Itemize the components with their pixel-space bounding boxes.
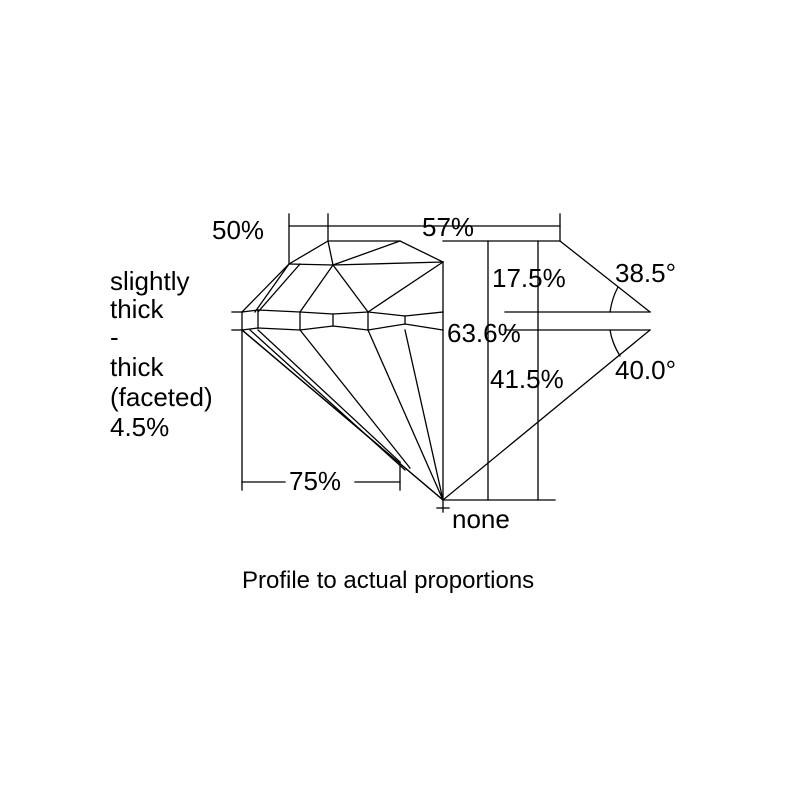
pavilion-facets	[241, 329, 444, 501]
crown-angle-label: 38.5°	[615, 258, 676, 288]
girdle-label-line-5: (faceted)	[110, 382, 213, 412]
upper-girdle-facet	[288, 263, 334, 266]
girdle-label-line-3: -	[110, 322, 119, 352]
upper-half-facet-2	[257, 263, 301, 313]
crown-angle-arc	[609, 286, 619, 313]
pavilion-main-2	[299, 329, 411, 469]
girdle-label-line-2: thick	[110, 294, 164, 324]
dimension-lines	[241, 213, 651, 513]
star-facet	[327, 240, 401, 266]
girdle-band	[231, 309, 444, 331]
lower-half-facet-1	[249, 329, 406, 471]
diagram-caption: Profile to actual proportions	[242, 567, 534, 594]
profile-outline	[241, 240, 444, 501]
bezel-facet-line-1	[299, 264, 334, 313]
pavilion-angle-arc	[609, 329, 621, 357]
total-depth-label: 63.6%	[447, 318, 521, 348]
girdle-label-line-4: thick	[110, 352, 164, 382]
girdle-label-line-1: slightly	[110, 266, 189, 296]
pavilion-main-3	[367, 329, 444, 501]
girdle-top-line	[241, 309, 444, 317]
diamond-outline	[241, 240, 444, 501]
pavilion-depth-label: 41.5%	[490, 364, 564, 394]
pavilion-main-1	[241, 329, 444, 501]
girdle-label-line-6: 4.5%	[110, 412, 169, 442]
bezel-facet-line-2	[332, 264, 369, 313]
pavilion-angle-label: 40.0°	[615, 355, 676, 385]
girdle-bottom-line	[241, 323, 444, 331]
crown-angle-line	[559, 240, 651, 313]
crown-depth-label: 17.5%	[492, 263, 566, 293]
table-edge-facet	[332, 261, 444, 266]
bezel-facet-line-3	[367, 261, 444, 313]
table-label: 57%	[422, 212, 474, 242]
upper-half-facet	[254, 263, 290, 313]
lower-half-facet-2	[257, 329, 401, 463]
pavilion-angle-line	[442, 329, 651, 501]
crown-facets	[254, 240, 444, 313]
girdle-labels: slightly thick - thick (faceted) 4.5%	[110, 266, 213, 442]
culet-label: none	[452, 504, 510, 534]
pavilion-main-4	[404, 329, 444, 501]
measurement-labels: 50% 57% 17.5% 38.5° 63.6% 41.5% 40.0° 75…	[212, 212, 676, 534]
lower-half-label: 75%	[289, 466, 341, 496]
crown-height-label: 50%	[212, 215, 264, 245]
